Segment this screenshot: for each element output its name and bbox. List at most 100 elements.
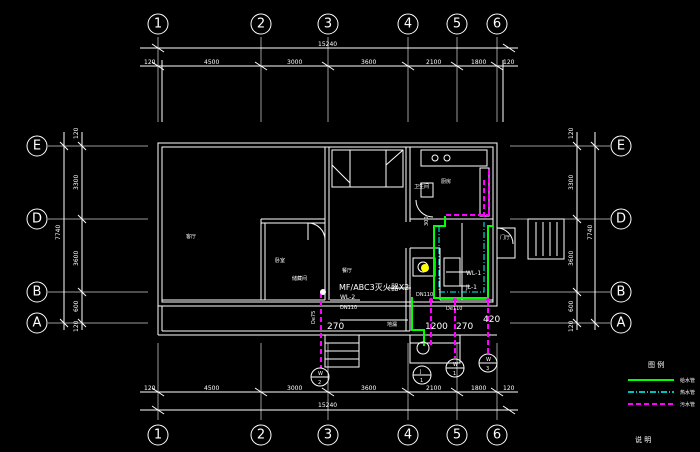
- axis-label-A-left: A: [33, 316, 42, 331]
- axis-label-5-top: 5: [453, 17, 461, 32]
- dim-span-1-bottom: 4500: [204, 385, 219, 392]
- right-dimension-lines: [572, 132, 600, 330]
- dim-edge-bottom-right: 120: [503, 385, 515, 392]
- dim-v-edge-right-bottom: 120: [568, 320, 575, 332]
- room-labels: 客厅 卧室 储藏间 餐厅 厨房 卫生间 门厅 地漏: [186, 178, 510, 328]
- axis-label-3-bottom: 3: [324, 428, 332, 443]
- room-label-bedroom: 卧室: [275, 257, 285, 264]
- dim-v-edge-left-bottom: 120: [73, 320, 80, 332]
- riser-num-3: 3: [486, 366, 489, 372]
- riser-sub-w-3: W: [486, 357, 491, 363]
- dim-edge-top-right: 120: [503, 59, 515, 66]
- dim-v-span-2-left: 3600: [73, 251, 80, 266]
- riser-markers: [310, 341, 498, 387]
- pipe-label-de75: De75: [311, 311, 317, 324]
- pipe-label-wl2: WL-2: [340, 294, 355, 301]
- notes-title: 说 明: [635, 435, 651, 444]
- axis-label-B-right: B: [617, 285, 626, 300]
- axis-label-2-bottom: 2: [257, 428, 265, 443]
- pipe-dim-270a: 270: [327, 322, 344, 332]
- riser-num-1a: 1: [420, 378, 423, 384]
- axis-label-E-left: E: [33, 139, 41, 154]
- room-label-bath-mark: 卫生间: [414, 183, 429, 190]
- legend-label-water: 给水管: [680, 377, 695, 384]
- axis-label-1-bottom: 1: [154, 428, 162, 443]
- legend-title: 图 例: [648, 360, 664, 369]
- pipe-label-wl1: WL-1: [466, 270, 481, 277]
- pipe-label-text: WL-1 JL-1 WL-2 DN110 DN110 De110 De75 MF…: [311, 216, 500, 332]
- room-label-dining: 餐厅: [342, 267, 352, 274]
- dim-v-edge-right-top: 120: [568, 127, 575, 139]
- axis-label-4-bottom: 4: [404, 428, 412, 443]
- axis-label-6-bottom: 6: [493, 428, 501, 443]
- dim-span-5-top: 1800: [471, 59, 486, 66]
- dim-v-span-3-right: 600: [568, 300, 575, 312]
- riser-marker-text: W 2 J 1 W 1 W 3: [318, 357, 491, 386]
- dim-span-5-bottom: 1800: [471, 385, 486, 392]
- dim-v-total-left: 7740: [55, 225, 62, 240]
- riser-num-2: 2: [318, 380, 321, 386]
- axis-label-5-bottom: 5: [453, 428, 461, 443]
- axis-label-6-top: 6: [493, 17, 501, 32]
- riser-sub-j: J: [419, 369, 421, 375]
- pipe-dim-300: 300: [424, 216, 430, 226]
- axis-bubbles: [26, 13, 632, 446]
- left-dimension-lines: [59, 132, 87, 330]
- legend-label-hot: 热水管: [680, 389, 695, 396]
- axis-label-D-right: D: [616, 212, 626, 227]
- axis-label-4-top: 4: [404, 17, 412, 32]
- dim-v-edge-left-top: 120: [73, 127, 80, 139]
- bottom-dimension-text: 120 4500 3000 3600 2100 1800 120 15240: [144, 385, 515, 409]
- legend-text: 图 例 给水管 热水管 污水管 说 明: [635, 360, 695, 444]
- room-label-kitchen: 厨房: [441, 178, 451, 185]
- pipe-network: [320, 170, 493, 368]
- dim-v-span-1-left: 3300: [73, 175, 80, 190]
- dim-span-4-top: 2100: [426, 59, 441, 66]
- side-dimension-text: 120 3300 7740 3600 600 120 120 3300 7740…: [55, 127, 594, 332]
- pipe-dim-1200: 1200: [425, 322, 448, 332]
- axis-label-3-top: 3: [324, 17, 332, 32]
- axis-label-A-right: A: [617, 316, 626, 331]
- dim-overall-bottom: 15240: [318, 402, 337, 409]
- top-dimension-lines: [140, 43, 518, 122]
- dim-edge-top-left: 120: [144, 59, 156, 66]
- dim-v-span-1-right: 3300: [568, 175, 575, 190]
- room-label-storage: 储藏间: [292, 275, 307, 282]
- axis-label-E-right: E: [617, 139, 625, 154]
- axis-label-1-top: 1: [154, 17, 162, 32]
- pipe-label-jl1: JL-1: [465, 284, 477, 291]
- axis-label-B-left: B: [33, 285, 42, 300]
- room-label-floor-drain: 地漏: [387, 321, 397, 328]
- pipe-dim-420: 420: [483, 315, 500, 325]
- legend-box: [628, 379, 674, 405]
- dim-v-span-3-left: 600: [73, 300, 80, 312]
- pipe-dim-270b: 270: [456, 322, 473, 332]
- dim-span-1-top: 4500: [204, 59, 219, 66]
- building-walls: [157, 142, 565, 368]
- dim-span-2-bottom: 3000: [287, 385, 302, 392]
- top-dimension-text: 15240 120 4500 3000 3600 2100 1800 120: [144, 41, 515, 66]
- axis-label-2-top: 2: [257, 17, 265, 32]
- riser-sub-w-2: W: [453, 362, 458, 368]
- room-label-living: 客厅: [186, 233, 196, 240]
- dim-v-span-2-right: 3600: [568, 251, 575, 266]
- dim-v-total-right: 7740: [587, 225, 594, 240]
- dim-span-3-top: 3600: [361, 59, 376, 66]
- dim-span-3-bottom: 3600: [361, 385, 376, 392]
- dim-span-2-top: 3000: [287, 59, 302, 66]
- bottom-dimension-lines: [140, 387, 518, 415]
- legend-label-sewage: 污水管: [680, 401, 695, 408]
- pipe-label-de110: De110: [446, 306, 462, 312]
- pipe-label-extinguisher: MF/ABC3灭火器X2: [339, 283, 409, 292]
- dim-overall-top: 15240: [318, 41, 337, 48]
- dim-edge-bottom-left: 120: [144, 385, 156, 392]
- riser-num-1b: 1: [453, 371, 456, 377]
- room-label-entry: 门厅: [500, 234, 510, 241]
- pipe-label-dn110a: DN110: [340, 305, 357, 311]
- axis-label-D-left: D: [32, 212, 42, 227]
- dim-span-4-bottom: 2100: [426, 385, 441, 392]
- pipe-label-dn110b: DN110: [416, 292, 433, 298]
- riser-sub-w-1: W: [318, 371, 323, 377]
